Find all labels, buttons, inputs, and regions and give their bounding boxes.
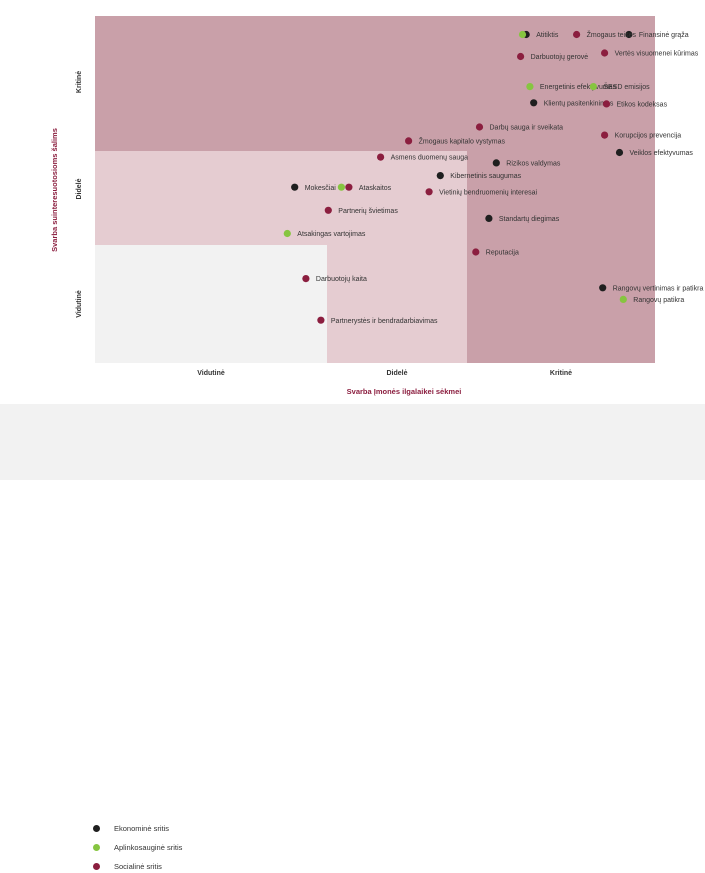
point-label-etikos-kodeksas: Etikos kodeksas (617, 102, 668, 109)
point-zmogaus-kapitalo-vystymas (405, 137, 413, 145)
point-atsakingas-vartojimas (283, 229, 291, 238)
point-label-mokesciai: Mokesčiai (305, 185, 337, 192)
legend-item-social: Socialinė sritis (93, 859, 162, 873)
point-label-atsakingas-vartojimas: Atsakingas vartojimas (297, 231, 366, 238)
materiality-matrix-chart: Svarba suinteresuotosioms šalims Svarba … (50, 16, 704, 396)
point-label-darbuotoju-kaita: Darbuotojų kaita (316, 276, 367, 283)
point-label-veiklos-efektyvumas: Veiklos efektyvumas (630, 150, 694, 157)
x-tick-label-critical: Kritinė (550, 370, 572, 377)
zone-medium (95, 245, 327, 363)
point-kibernetinis-saugumas (436, 172, 444, 180)
y-tick-label-medium: Vidutinė (76, 290, 83, 318)
point-label-korupcijos-prevencija: Korupcijos prevencija (615, 133, 682, 140)
point-label-rizikos-valdymas: Rizikos valdymas (506, 161, 561, 168)
point-rizikos-valdymas (492, 159, 500, 167)
point-series1-3 (337, 183, 345, 191)
point-label-finansine-graza: Finansinė grąža (639, 32, 689, 39)
point-label-sesd-emisijos: ŠESD emisijos (603, 82, 650, 91)
point-label-kibernetinis-saugumas: Kibernetinis saugumas (450, 173, 521, 180)
point-rangovu-patikra (619, 295, 627, 303)
point-label-darbu-sauga-ir-sveikata: Darbų sauga ir sveikata (490, 125, 564, 132)
point-energetinis-efektyvumas (526, 83, 534, 91)
point-reputacija (472, 248, 480, 256)
x-tick-label-high: Didelė (386, 370, 407, 377)
point-ataskaitos (345, 183, 353, 191)
legend: Ekonominė sritis Aplinkosauginė sritis S… (0, 404, 705, 871)
point-veiklos-efektyvumas (615, 148, 624, 157)
point-zmogaus-teises (573, 30, 581, 39)
point-korupcijos-prevencija (601, 131, 609, 139)
point-darbu-sauga-ir-sveikata (475, 123, 484, 131)
y-tick-label-high: Didelė (76, 178, 83, 199)
point-label-partneriu-svietimas: Partnerių švietimas (338, 208, 398, 215)
point-label-rangovu-vertinimas-ir-patikra: Rangovų vertinimas ir patikra (613, 285, 704, 292)
point-vertes-visuomenei-kurimas (601, 49, 609, 57)
legend-label-environmental: Aplinkosauginė sritis (114, 842, 183, 852)
point-label-atitiktis: Atitiktis (536, 32, 559, 39)
point-label-standartu-diegimas: Standartų diegimas (499, 216, 560, 223)
point-label-vertes-visuomenei-kurimas: Vertės visuomenei kūrimas (615, 51, 699, 58)
point-label-darbuotoju-gerove: Darbuotojų gerovė (531, 54, 589, 61)
point-label-rangovu-patikra: Rangovų patikra (633, 297, 684, 304)
point-series1-0 (518, 30, 527, 39)
point-label-vietiniu-bendruomeniu-interesai: Vietinių bendruomenių interesai (439, 189, 537, 196)
point-label-asmens-duomenu-sauga: Asmens duomenų sauga (391, 155, 469, 162)
point-vietiniu-bendruomeniu-interesai (425, 188, 433, 196)
point-darbuotoju-kaita (302, 275, 310, 283)
point-label-partnerystes-ir-bendradarbiavimas: Partnerystės ir bendradarbiavimas (331, 318, 438, 325)
point-darbuotoju-gerove (517, 52, 525, 61)
point-klientu-pasitenkinimas (530, 99, 538, 107)
point-etikos-kodeksas (602, 100, 611, 108)
point-label-klientu-pasitenkinimas: Klientų pasitenkinimas (544, 100, 614, 107)
legend-dot-environmental (93, 843, 100, 851)
point-label-ataskaitos: Ataskaitos (359, 185, 392, 192)
legend-item-environmental: Aplinkosauginė sritis (93, 840, 182, 854)
legend-item-economic: Ekonominė sritis (93, 821, 169, 835)
legend-label-economic: Ekonominė sritis (114, 823, 170, 833)
point-asmens-duomenu-sauga (377, 153, 385, 161)
y-tick-label-critical: Kritinė (76, 71, 83, 93)
point-label-zmogaus-kapitalo-vystymas: Žmogaus kapitalo vystymas (419, 137, 506, 146)
point-sesd-emisijos (589, 83, 598, 91)
y-axis-title: Svarba suinteresuotosioms šalims (50, 128, 59, 252)
point-standartu-diegimas (485, 214, 493, 222)
legend-label-social: Socialinė sritis (114, 861, 162, 871)
point-rangovu-vertinimas-ir-patikra (599, 284, 607, 292)
legend-dot-social (93, 862, 100, 870)
point-mokesciai (291, 183, 299, 191)
point-label-zmogaus-teises: Žmogaus teisės (587, 30, 637, 39)
point-finansine-graza (625, 30, 633, 39)
point-label-reputacija: Reputacija (486, 250, 519, 257)
point-label-energetinis-efektyvumas: Energetinis efektyvumas (540, 84, 617, 91)
x-axis-title: Svarba Įmonės ilgalaikei sėkmei (347, 387, 462, 396)
point-partneriu-svietimas (324, 206, 332, 214)
x-tick-label-medium: Vidutinė (197, 370, 225, 377)
legend-dot-economic (93, 824, 100, 832)
point-partnerystes-ir-bendradarbiavimas (317, 316, 325, 324)
